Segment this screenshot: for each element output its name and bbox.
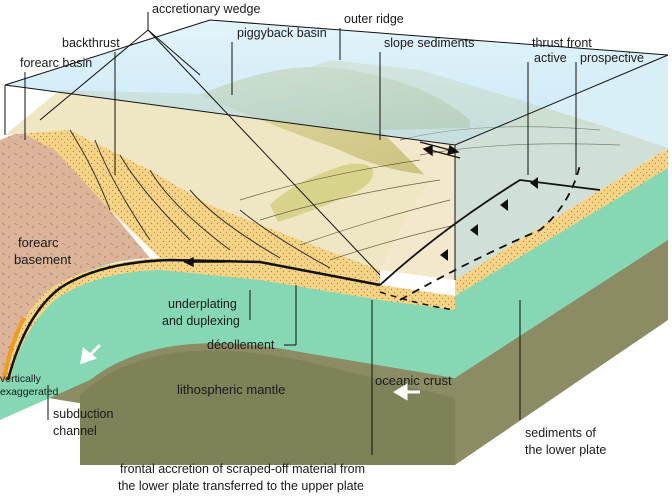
subduction-channel-strip	[2, 317, 26, 381]
subduction-channel-label-1: subduction	[53, 407, 114, 421]
thrust-teeth	[440, 177, 538, 261]
lithospheric-mantle-band	[80, 350, 455, 465]
thrust-front-label: thrust front	[532, 36, 592, 50]
underplating-label-2: and duplexing	[162, 314, 240, 328]
active-thrust-front	[379, 179, 601, 286]
slope-sediments-label: slope sediments	[384, 36, 474, 50]
frontal-accretion-label-2: the lower plate transferred to the upper…	[118, 479, 364, 493]
trench-seafloor	[380, 125, 668, 280]
oceanic-crust-right-face	[455, 165, 668, 378]
vertically-label: vertically	[0, 373, 42, 385]
exaggerated-label: exaggerated	[0, 386, 59, 398]
wedge-thrust-lines	[69, 129, 331, 269]
prospective-thrust	[399, 164, 581, 301]
decollement-fault	[6, 258, 381, 381]
sediment-right-face	[455, 148, 668, 296]
lower-dashed-fault	[379, 291, 456, 311]
piggyback-basin	[270, 163, 374, 222]
diagram-labels: accretionary wedge backthrust forearc ba…	[0, 2, 644, 493]
underplating-label-1: underplating	[168, 297, 237, 311]
lithospheric-mantle-label: lithospheric mantle	[177, 382, 285, 397]
water-box-edge	[4, 19, 669, 146]
sediments-lower-plate-label-1: sediments of	[525, 426, 596, 440]
forearc-basement-label-1: forearc	[18, 235, 59, 250]
forearc-basin-label: forearc basin	[20, 56, 92, 70]
subduction-channel	[4, 258, 455, 380]
prospective-label: prospective	[580, 51, 644, 65]
backthrust-label: backthrust	[62, 36, 120, 50]
accretionary-wedge-label: accretionary wedge	[152, 2, 260, 16]
forearc-basement-label-2: basement	[14, 252, 71, 267]
oceanic-crust-label: oceanic crust	[375, 373, 452, 388]
active-label: active	[534, 51, 567, 65]
decollement-label: décollement	[207, 338, 275, 352]
outer-ridge-label: outer ridge	[344, 12, 404, 26]
plate-motion-arrows	[80, 343, 420, 401]
sediments-lower-plate-label-2: the lower plate	[525, 443, 606, 457]
frontal-accretion-label-1: frontal accretion of scraped-off materia…	[120, 462, 365, 476]
leader-lines	[24, 12, 577, 455]
forearc-basement-face	[0, 132, 150, 380]
piggyback-basin-label: piggyback basin	[237, 26, 327, 40]
ocean-water-right	[455, 55, 668, 280]
subduction-channel-label-2: channel	[53, 424, 97, 438]
shear-arrows	[183, 141, 461, 268]
oceanic-crust-front-face	[0, 262, 455, 420]
ocean-water-top	[5, 20, 668, 145]
accretionary-wedge-face	[20, 130, 380, 288]
